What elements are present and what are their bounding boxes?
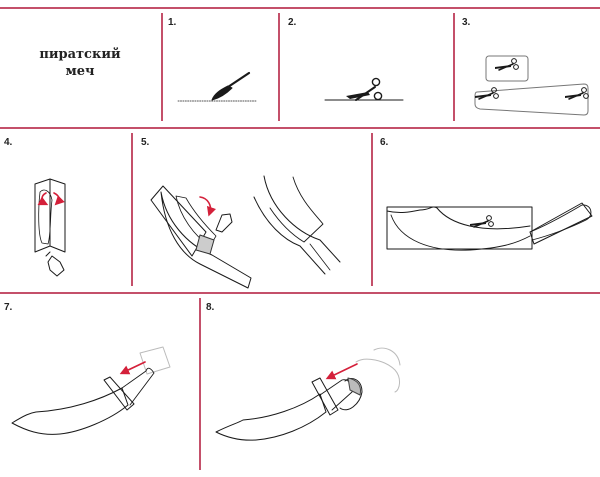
fold-glue-icon <box>34 178 66 277</box>
step-number-5: 5. <box>141 137 150 148</box>
craft-knife-icon <box>177 71 257 102</box>
col-divider <box>371 133 373 286</box>
attach-guard-icon <box>11 346 171 435</box>
step-number-3: 3. <box>462 17 471 28</box>
page-title: пиратский меч <box>20 46 140 80</box>
row1-divider <box>0 127 600 129</box>
top-divider <box>0 7 600 9</box>
col-divider <box>453 13 455 121</box>
step-number-1: 1. <box>168 17 177 28</box>
title-line-2: меч <box>65 64 95 79</box>
col-divider <box>131 133 133 286</box>
cut-blade-icon <box>386 202 593 251</box>
attach-handguard-loop-icon <box>215 347 401 441</box>
step-number-2: 2. <box>288 17 297 28</box>
row2-divider <box>0 292 600 294</box>
col-divider <box>278 13 280 121</box>
step-number-6: 6. <box>380 137 389 148</box>
title-line-1: пиратский <box>39 47 121 62</box>
glue-fold-blade-icon <box>150 175 341 289</box>
step-number-8: 8. <box>206 302 215 313</box>
col-divider <box>199 298 201 470</box>
col-divider <box>161 13 163 121</box>
step-number-4: 4. <box>4 137 13 148</box>
scissors-icon <box>324 77 404 101</box>
step-number-7: 7. <box>4 302 13 313</box>
cut-pieces-icon <box>474 55 590 116</box>
